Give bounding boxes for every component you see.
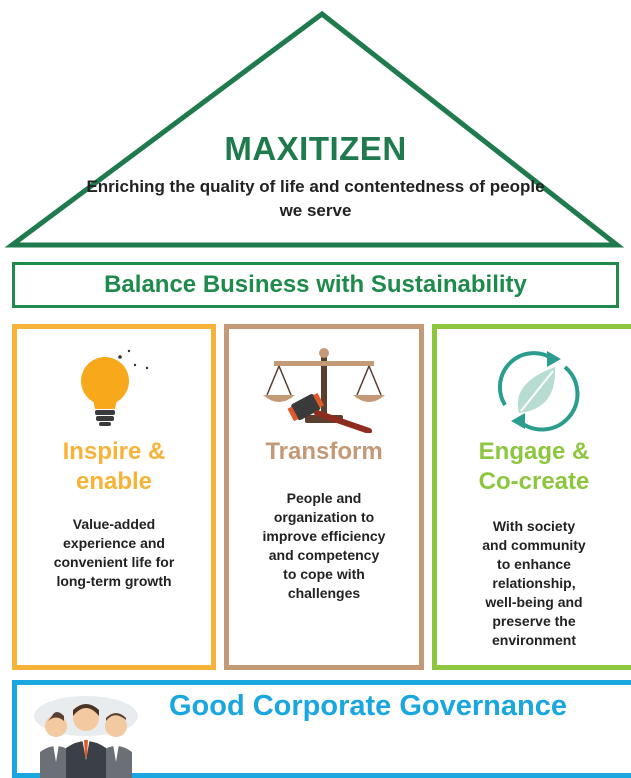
- inspire-title: Inspire & enable: [17, 437, 211, 497]
- inspire-desc-line: convenient life for: [53, 554, 175, 570]
- inspire-desc-line: long-term growth: [56, 573, 172, 589]
- engage-title: Engage & Co-create: [437, 437, 631, 497]
- lightbulb-icon: [81, 349, 149, 426]
- transform-desc-line: improve efficiency: [262, 528, 386, 544]
- governance-text: Good Corporate Governance: [168, 690, 567, 722]
- inspire-desc-line: Value-added: [72, 516, 156, 532]
- transform-desc-line: challenges: [287, 585, 361, 601]
- engage-desc-line: environment: [491, 632, 576, 648]
- transform-desc-line: and competency: [268, 547, 380, 563]
- pillar-transform: Transform People and organization to imp…: [224, 324, 424, 670]
- engage-description: With society and community to enhance re…: [445, 517, 623, 650]
- transform-title-line-1: Transform: [265, 438, 383, 465]
- roof-subtitle: Enriching the quality of life and conten…: [86, 177, 545, 220]
- engage-desc-line: and community: [482, 537, 586, 553]
- inspire-description: Value-added experience and convenient li…: [25, 515, 203, 591]
- scales-gavel-icon: [263, 348, 385, 433]
- engage-desc-line: preserve the: [492, 613, 576, 629]
- transform-desc-line: to cope with: [283, 566, 365, 582]
- transform-description: People and organization to improve effic…: [237, 489, 411, 603]
- pillar-engage-cocreate: Engage & Co-create With society and comm…: [432, 324, 631, 670]
- engage-desc-line: relationship,: [492, 575, 576, 591]
- leaf-cycle-icon: [497, 351, 580, 432]
- pillar-inspire-enable: Inspire & enable Value-added experience …: [12, 324, 216, 670]
- engage-title-line-2: Co-create: [478, 468, 590, 495]
- inspire-desc-line: experience and: [63, 535, 165, 551]
- engage-desc-line: well-being and: [485, 594, 583, 610]
- transform-desc-line: People and: [286, 490, 362, 506]
- transform-desc-line: organization to: [273, 509, 375, 525]
- roof-title: MAXITIZEN: [224, 130, 407, 167]
- sustainability-banner-text: Balance Business with Sustainability: [104, 271, 527, 298]
- roof-triangle: [4, 10, 625, 248]
- business-people-icon: [34, 696, 138, 778]
- inspire-title-line-2: enable: [75, 468, 153, 495]
- engage-desc-line: With society: [492, 518, 576, 534]
- sustainability-banner: Balance Business with Sustainability: [12, 262, 619, 308]
- engage-desc-line: to enhance: [497, 556, 571, 572]
- engage-title-line-1: Engage &: [478, 438, 590, 465]
- transform-title: Transform: [229, 437, 419, 467]
- inspire-title-line-1: Inspire &: [62, 438, 166, 465]
